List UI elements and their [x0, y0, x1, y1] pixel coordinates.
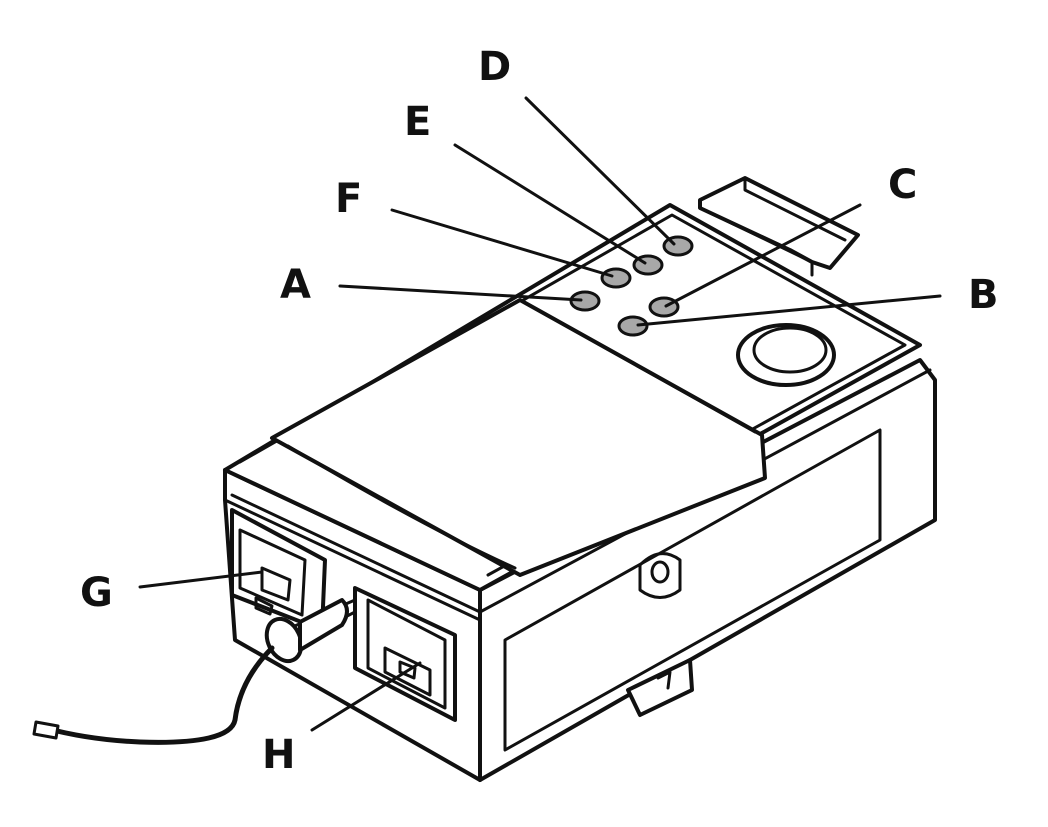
- led-f: [600, 267, 632, 289]
- leader-e: [453, 143, 647, 265]
- leader-b: [636, 294, 942, 327]
- push-button: [736, 323, 836, 387]
- leader-h: [310, 661, 422, 732]
- leader-d: [524, 96, 676, 246]
- callout-e: E: [404, 99, 431, 145]
- callout-labels: D E F A C B G H: [80, 44, 999, 778]
- callout-h: H: [262, 732, 295, 778]
- led-b: [617, 315, 649, 337]
- callout-f: F: [335, 176, 362, 222]
- side-label-recess: [503, 428, 882, 752]
- callout-g: G: [80, 570, 113, 616]
- leader-g: [138, 570, 264, 589]
- front-panel-plate: [270, 298, 767, 577]
- leader-lines: [138, 96, 942, 732]
- led-a: [569, 290, 601, 312]
- callout-b: B: [968, 272, 999, 318]
- callout-a: A: [280, 262, 311, 308]
- callout-c: C: [888, 162, 917, 208]
- port-h-housing: [353, 586, 457, 722]
- din-clip-top: [698, 176, 860, 277]
- leader-a: [338, 284, 583, 302]
- callout-d: D: [478, 44, 511, 90]
- leader-c: [664, 203, 862, 308]
- led-indicators: [569, 235, 694, 337]
- leader-f: [390, 208, 614, 278]
- din-clip-bottom: [626, 658, 694, 717]
- mounting-hole: [638, 552, 682, 599]
- sensor-probe: [32, 598, 357, 745]
